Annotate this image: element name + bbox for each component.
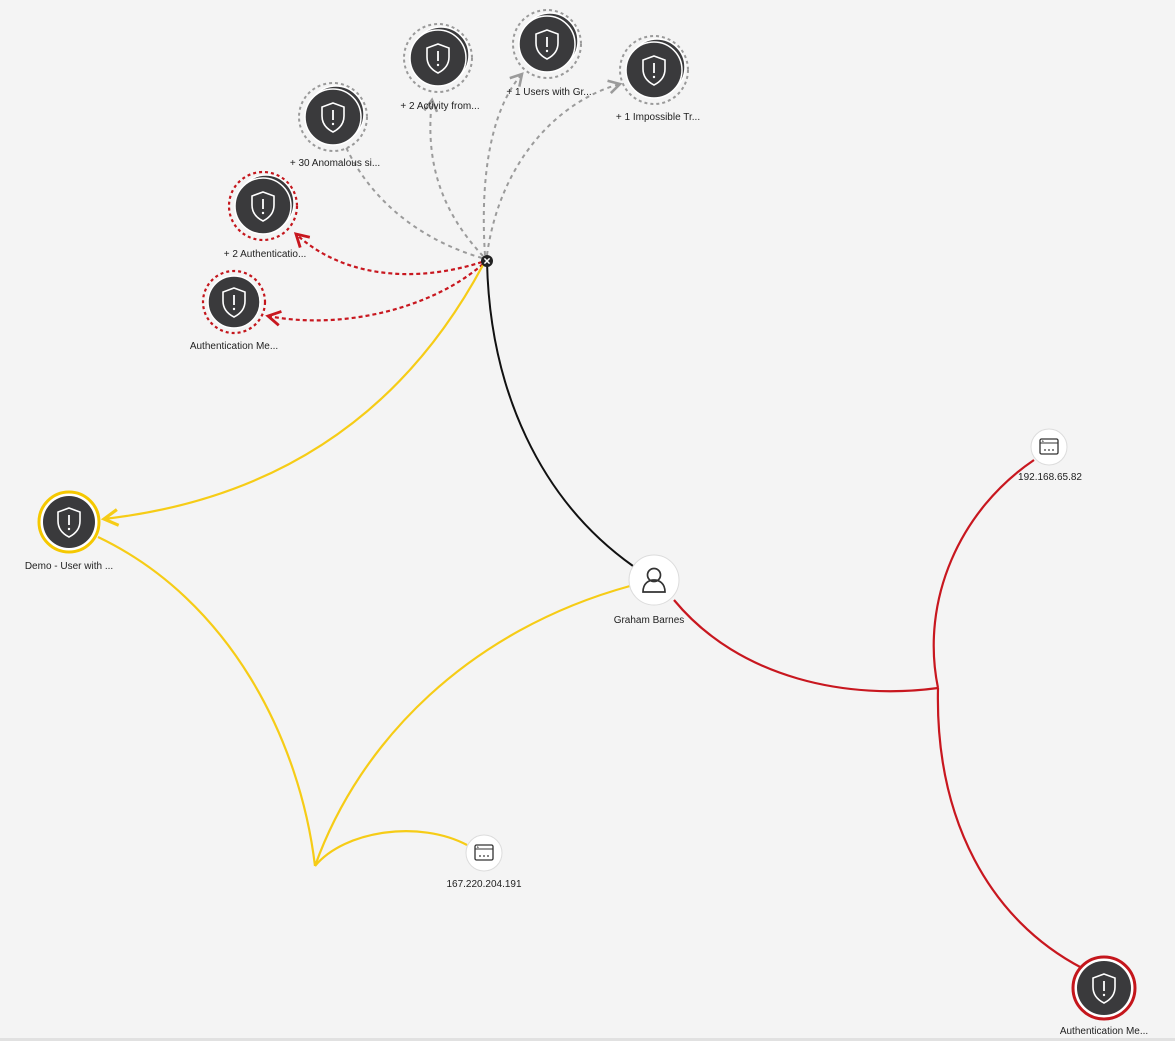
node-label: + 1 Impossible Tr... — [616, 112, 700, 123]
edges-layer — [97, 72, 1083, 969]
edge-cluster-auth-single[interactable] — [265, 263, 484, 327]
edge-cluster-anomalous[interactable] — [344, 144, 483, 259]
node-label: 167.220.204.191 — [446, 879, 522, 890]
edge-ip167-junction[interactable] — [314, 830, 468, 867]
edge-cluster-auth-stack[interactable] — [293, 232, 483, 276]
edge-demo-junction[interactable] — [97, 536, 317, 867]
shield-alert-icon — [642, 55, 666, 86]
shield-alert-icon — [251, 191, 275, 222]
shield-alert-icon — [1092, 973, 1116, 1004]
node-user-graham-barnes[interactable]: Graham Barnes — [614, 554, 685, 626]
node-label: Demo - User with ... — [25, 561, 113, 572]
node-ip-192-168-65-82[interactable]: 192.168.65.82 — [1018, 428, 1082, 483]
node-ip-167-220-204-191[interactable]: 167.220.204.191 — [446, 834, 522, 890]
node-alert-auth-single[interactable]: Authentication Me... — [190, 269, 278, 352]
node-label: + 2 Authenticatio... — [224, 249, 307, 260]
shield-alert-icon — [57, 507, 81, 538]
edge-user-red-junction[interactable] — [673, 599, 939, 693]
nodes-layer: Graham Barnes + 2 Activity from. — [25, 9, 1148, 1037]
user-icon — [642, 567, 666, 593]
close-icon — [483, 257, 491, 265]
shield-alert-icon — [535, 29, 559, 60]
node-label: 192.168.65.82 — [1018, 472, 1082, 483]
edge-user-junction[interactable] — [313, 584, 631, 867]
edge-ip192-red-junction[interactable] — [932, 459, 1035, 689]
node-label: + 30 Anomalous si... — [290, 158, 380, 169]
node-label: Graham Barnes — [614, 615, 685, 626]
node-alert-auth-bottom[interactable]: Authentication Me... — [1060, 955, 1148, 1037]
node-label: + 1 Users with Gr... — [506, 87, 591, 98]
ip-terminal-icon — [1039, 438, 1059, 455]
ip-terminal-icon — [474, 844, 494, 861]
node-label: Authentication Me... — [1060, 1026, 1148, 1037]
node-alert-impossible[interactable]: + 1 Impossible Tr... — [616, 35, 700, 123]
cluster-hub[interactable] — [481, 255, 493, 267]
edge-cluster-impossible[interactable] — [486, 79, 623, 256]
edge-cluster-users[interactable] — [482, 72, 524, 256]
node-alert-demo[interactable]: Demo - User with ... — [25, 490, 113, 572]
edge-user-cluster[interactable] — [486, 261, 634, 567]
node-alert-users[interactable]: + 1 Users with Gr... — [506, 9, 592, 98]
edge-authbottom-red-junction[interactable] — [936, 687, 1083, 969]
node-alert-activity[interactable]: + 2 Activity from... — [400, 23, 480, 112]
node-label: Authentication Me... — [190, 341, 278, 352]
shield-alert-icon — [321, 102, 345, 133]
bottom-divider — [0, 1038, 1175, 1041]
edge-cluster-activity[interactable] — [423, 97, 484, 257]
shield-alert-icon — [426, 43, 450, 74]
shield-alert-icon — [222, 287, 246, 318]
node-label: + 2 Activity from... — [400, 101, 479, 112]
edge-cluster-demo[interactable] — [100, 264, 484, 527]
node-alert-anomalous[interactable]: + 30 Anomalous si... — [290, 82, 380, 169]
node-alert-auth-stack[interactable]: + 2 Authenticatio... — [224, 170, 307, 260]
